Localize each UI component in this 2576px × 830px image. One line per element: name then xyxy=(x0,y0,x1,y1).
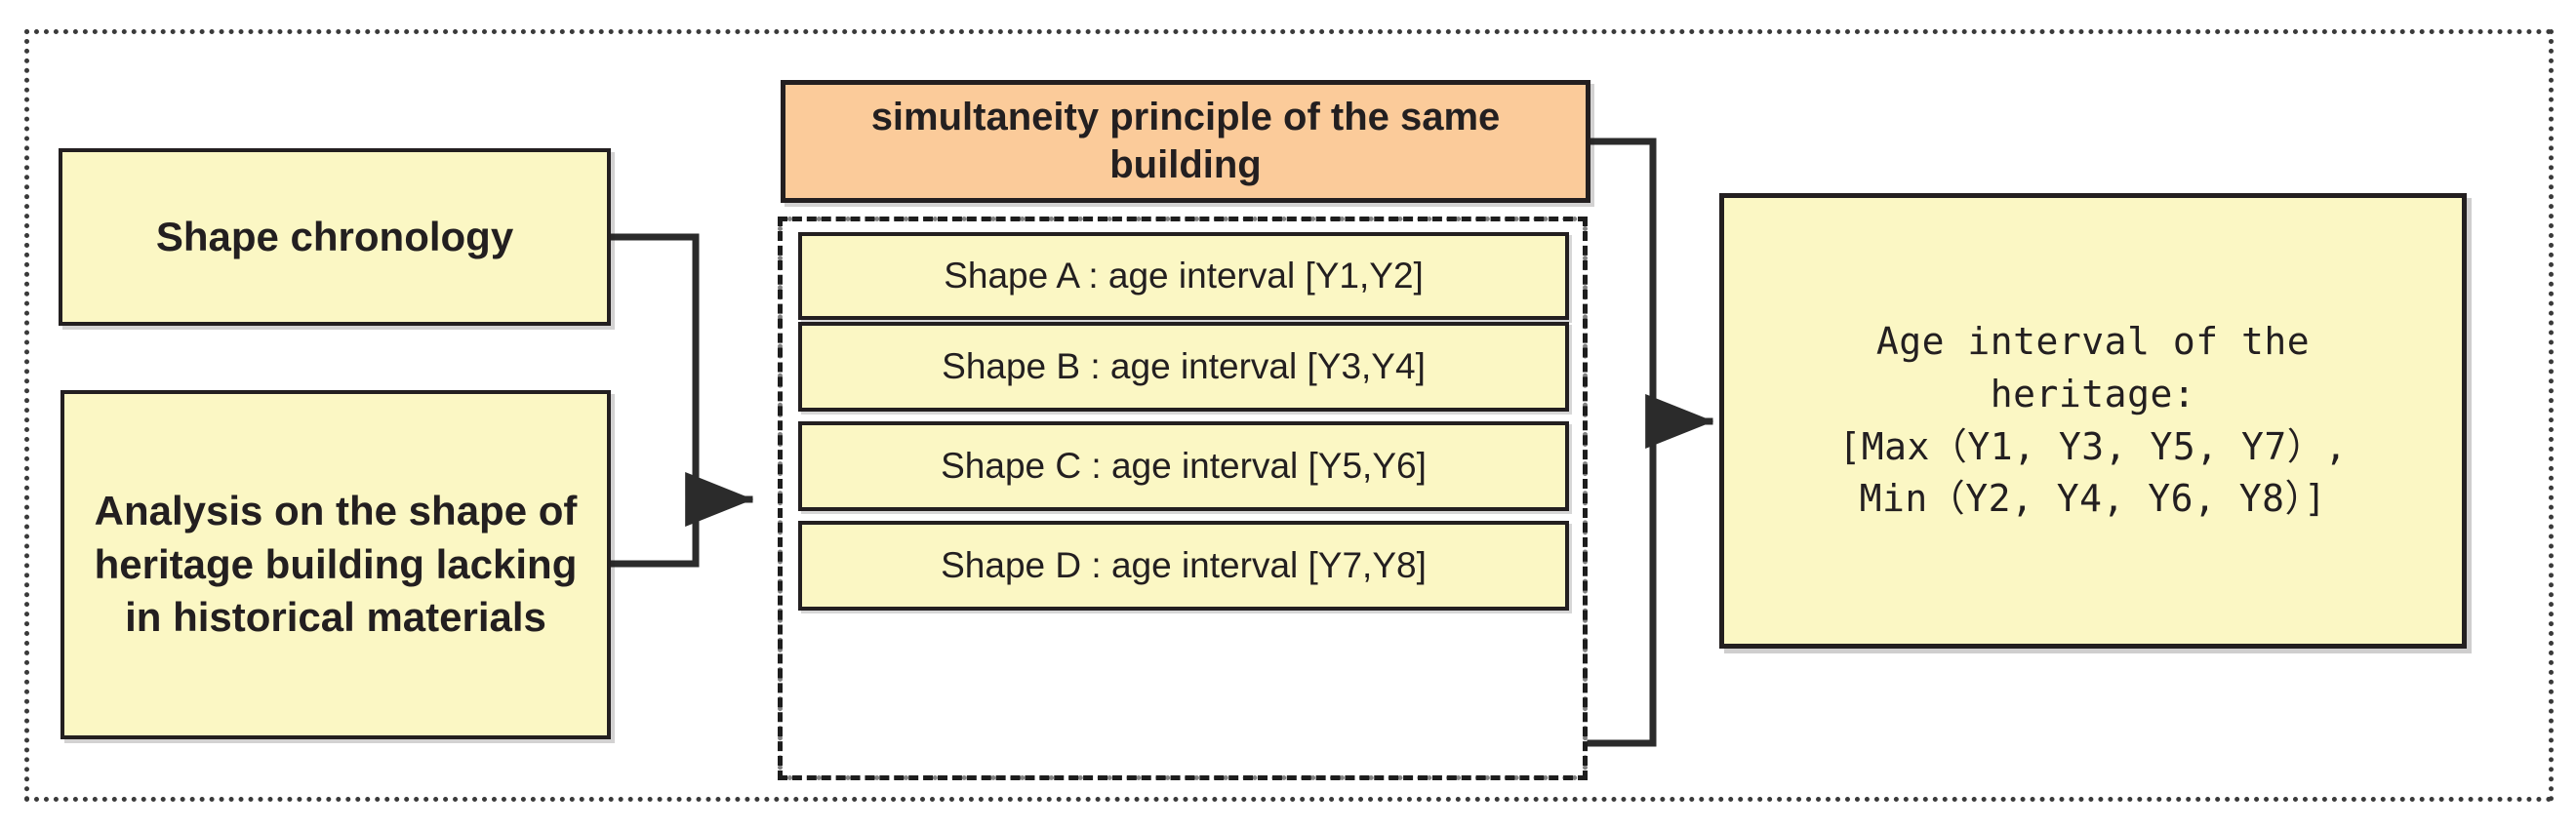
node-shape-a-label: Shape A : age interval [Y1,Y2] xyxy=(944,255,1424,296)
node-shape-analysis-label: Analysis on the shape of heritage buildi… xyxy=(94,488,578,641)
result-line-4: Min（Y2, Y4, Y6, Y8）] xyxy=(1859,477,2327,521)
node-shape-analysis[interactable]: Analysis on the shape of heritage buildi… xyxy=(60,390,611,739)
node-shape-b-label: Shape B : age interval [Y3,Y4] xyxy=(942,345,1426,386)
node-shape-a[interactable]: Shape A : age interval [Y1,Y2] xyxy=(798,232,1569,320)
node-shape-b[interactable]: Shape B : age interval [Y3,Y4] xyxy=(798,322,1569,412)
node-heritage-age-interval[interactable]: Age interval of the heritage: [Max（Y1, Y… xyxy=(1719,193,2467,649)
node-shape-c-label: Shape C : age interval [Y5,Y6] xyxy=(941,445,1427,486)
node-shape-c[interactable]: Shape C : age interval [Y5,Y6] xyxy=(798,421,1569,511)
node-shape-chronology[interactable]: Shape chronology xyxy=(59,148,611,326)
result-line-2: heritage: xyxy=(1990,372,2196,415)
shape-interval-group-frame xyxy=(778,217,1588,780)
node-heritage-age-interval-text: Age interval of the heritage: [Max（Y1, Y… xyxy=(1724,316,2462,527)
node-shape-chronology-label: Shape chronology xyxy=(155,213,514,259)
node-shape-d[interactable]: Shape D : age interval [Y7,Y8] xyxy=(798,521,1569,611)
result-line-3: [Max（Y1, Y3, Y5, Y7）, xyxy=(1838,424,2348,468)
node-simultaneity-principle[interactable]: simultaneity principle of the same build… xyxy=(781,80,1590,203)
node-simultaneity-principle-label: simultaneity principle of the same build… xyxy=(870,96,1501,186)
outer-dotted-frame xyxy=(24,29,2554,802)
result-line-1: Age interval of the xyxy=(1875,319,2311,363)
node-shape-d-label: Shape D : age interval [Y7,Y8] xyxy=(941,544,1427,585)
